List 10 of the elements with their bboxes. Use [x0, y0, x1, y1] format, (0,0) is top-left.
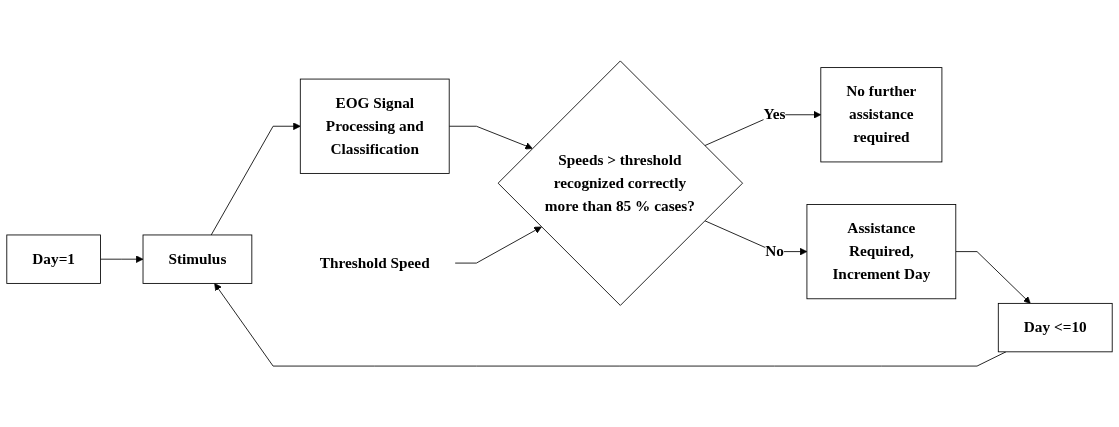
node-diamond: Speeds > threshold recognized correctly more than 85 % cases? [497, 60, 743, 306]
node-box: Stimulus [142, 234, 253, 284]
node-box: Day=1 [6, 234, 101, 284]
node-text: Threshold Speed [319, 254, 430, 272]
node-box: Assistance Required, Increment Day [806, 204, 957, 300]
node-box: EOG Signal Processing and Classification [299, 78, 450, 174]
node-box: No further assistance required [820, 67, 943, 163]
edge-label: Yes [763, 105, 786, 123]
node-box: Day <=10 [997, 302, 1113, 353]
edge-label: No [765, 242, 784, 260]
